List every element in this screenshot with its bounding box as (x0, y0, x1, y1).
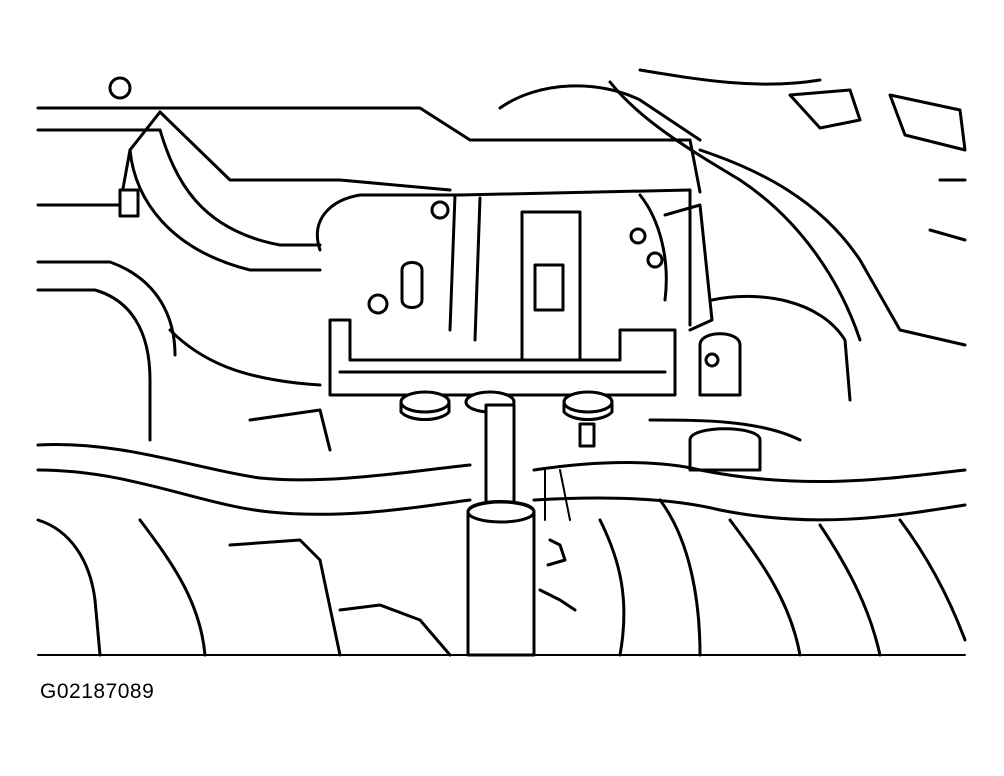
jack-bracket (328, 210, 677, 397)
figure-id-label: G02187089 (40, 680, 155, 703)
upper-components (108, 68, 967, 347)
lower-components (36, 328, 967, 657)
jack-post (466, 403, 536, 657)
crossmember (36, 442, 967, 522)
exhaust-pipe (36, 128, 322, 442)
bracket-bolt-right (562, 390, 614, 448)
right-mount (648, 332, 802, 472)
frame-rail (36, 106, 702, 207)
engine-block (315, 188, 852, 402)
bracket-bolt-left (399, 390, 451, 421)
